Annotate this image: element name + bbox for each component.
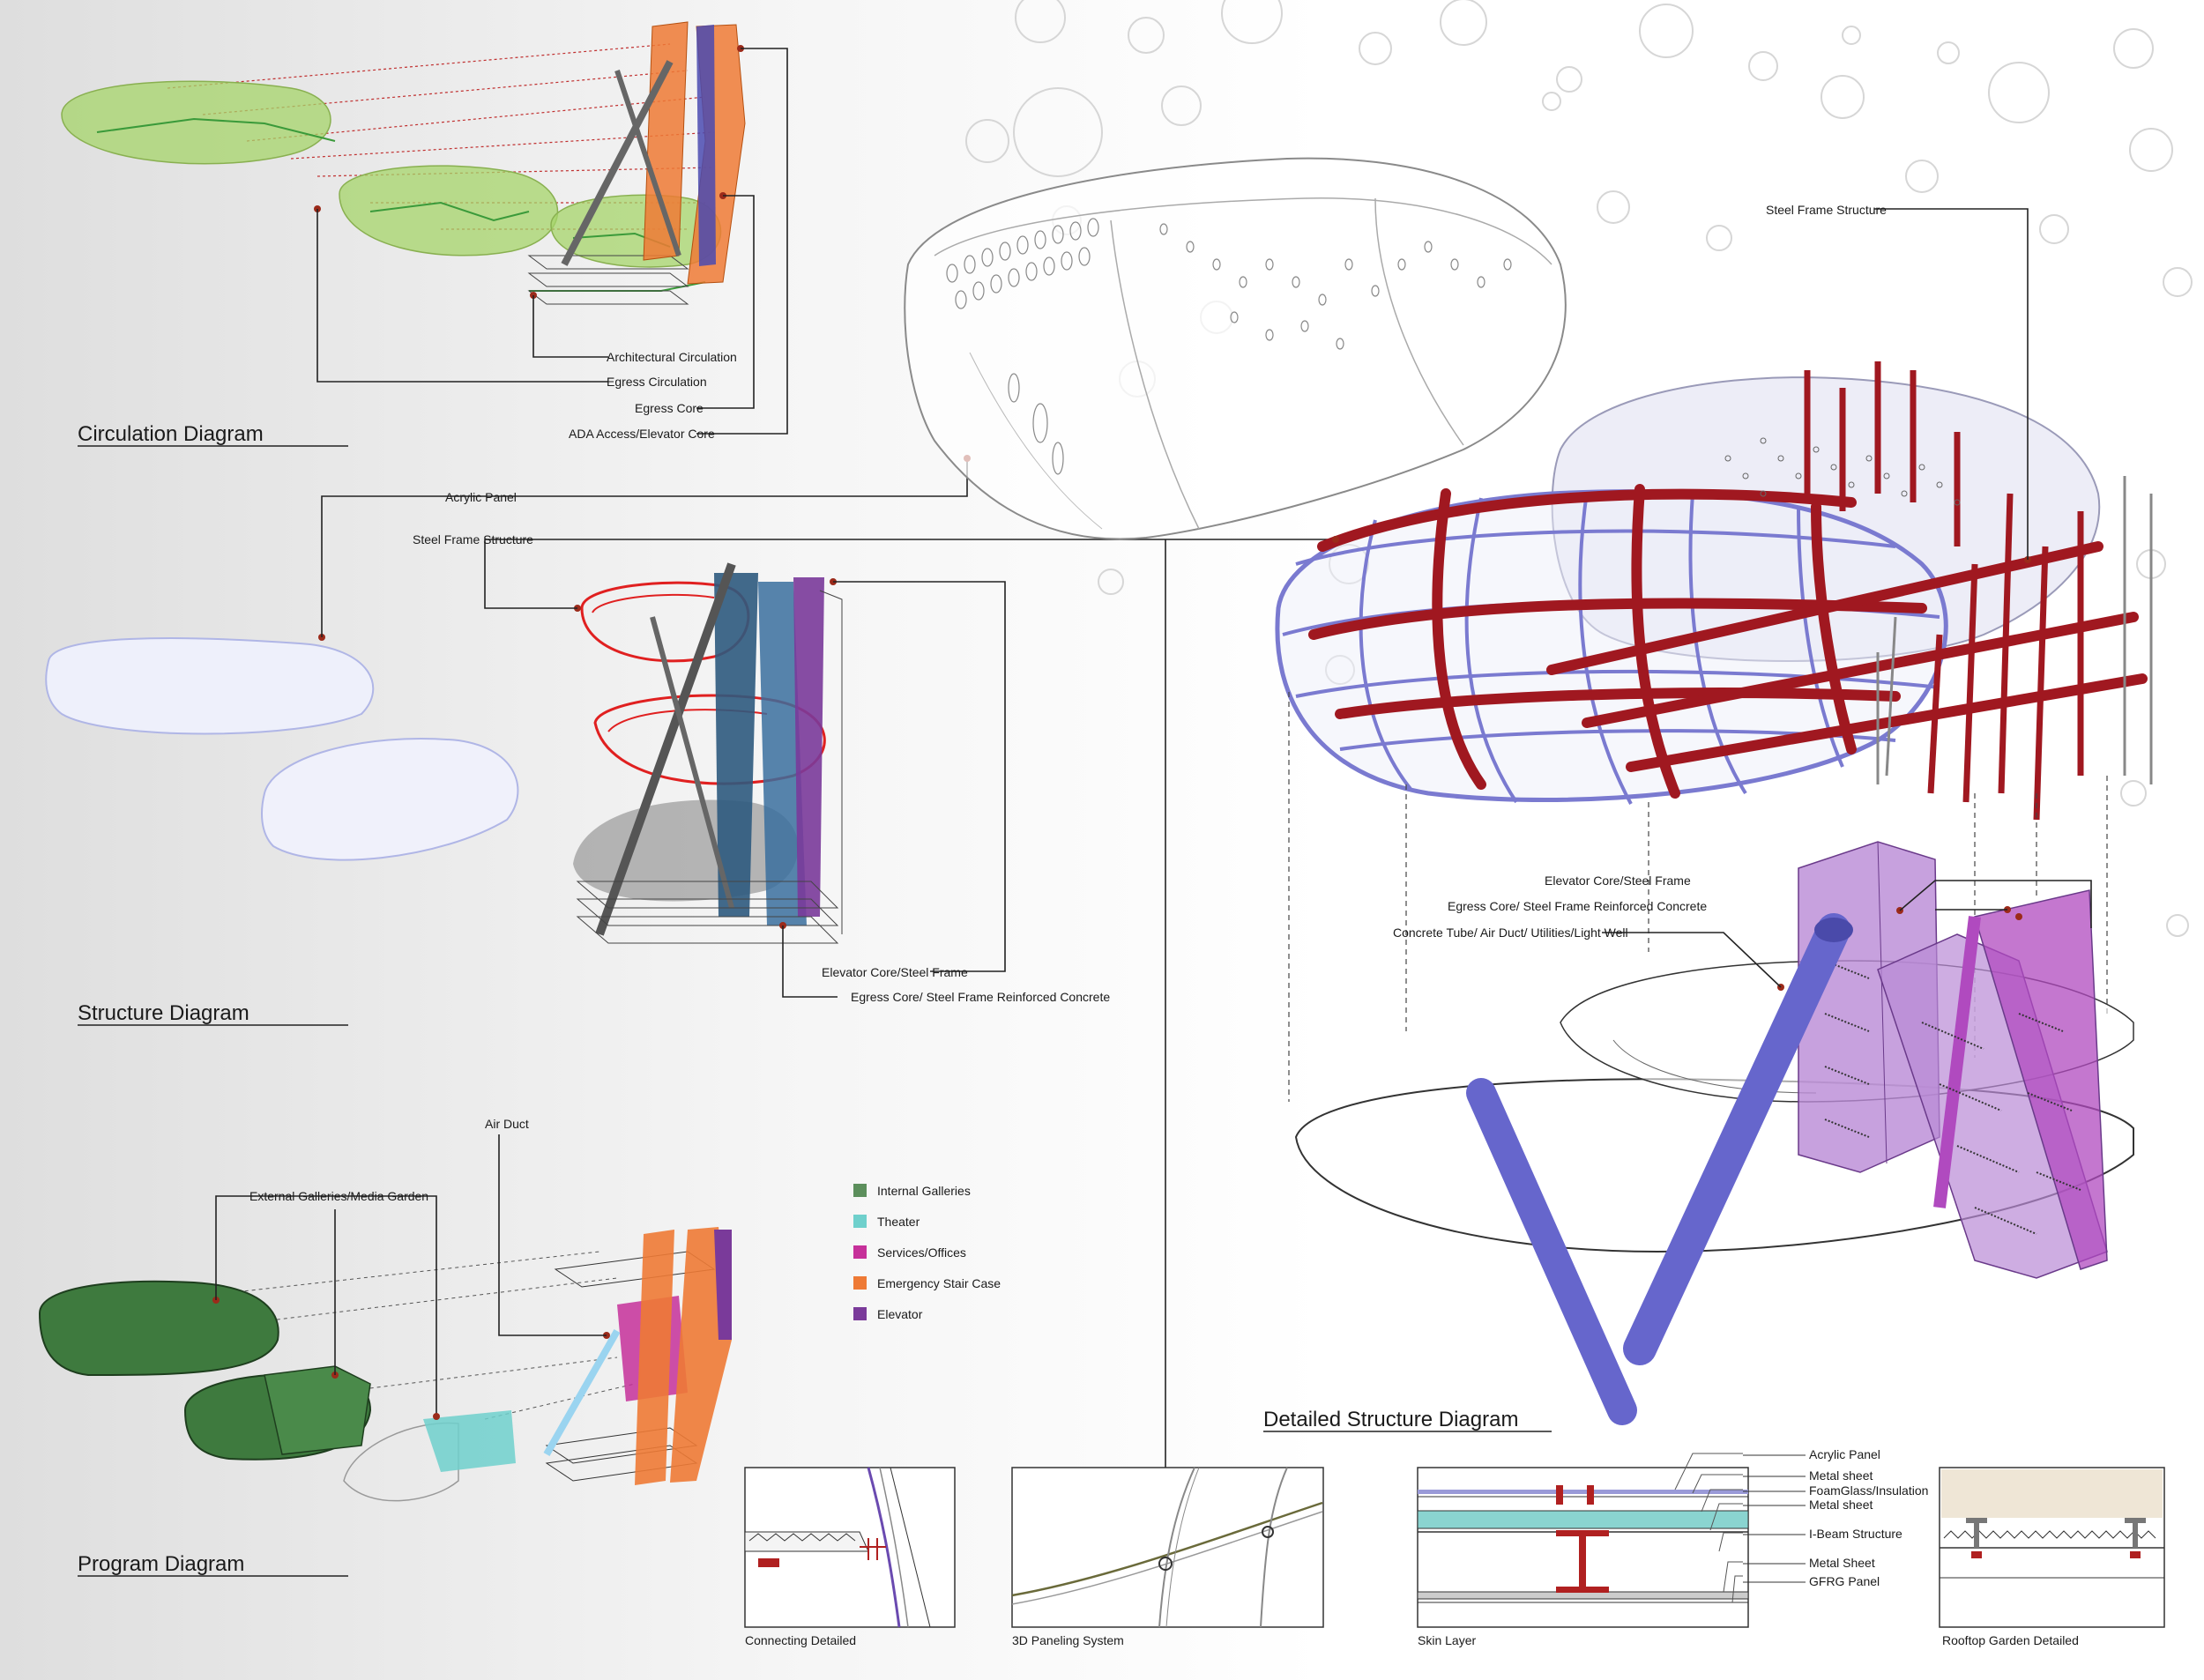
blue-grid-shell	[1275, 489, 1948, 802]
legend-label: Internal Galleries	[877, 1184, 971, 1198]
program-stair-right	[670, 1227, 732, 1483]
label-architectural-circulation: Architectural Circulation	[607, 350, 737, 364]
circulation-title: Circulation Diagram	[78, 422, 264, 446]
steel-ring-mid	[593, 694, 826, 785]
program-diagram: External Galleries/Media Garden Air Duct…	[38, 1117, 1001, 1577]
program-title: Program Diagram	[78, 1552, 244, 1576]
legend-label: Services/Offices	[877, 1245, 966, 1260]
external-gallery-top	[38, 1280, 279, 1377]
caption-3d-paneling: 3D Paneling System	[1012, 1633, 1124, 1647]
label-detailed-egress-core: Egress Core/ Steel Frame Reinforced Conc…	[1448, 899, 1707, 913]
label-detailed-steel-frame: Steel Frame Structure	[1766, 203, 1887, 217]
concrete-tube-low	[1466, 1078, 1637, 1425]
legend-swatch	[853, 1184, 867, 1197]
diagonal-column	[561, 60, 674, 266]
legend-swatch	[853, 1307, 867, 1320]
detail-connecting: Connecting Detailed	[744, 1467, 956, 1647]
acrylic-panel-shell-top	[45, 637, 375, 735]
skin-layer-label: GFRG Panel	[1809, 1574, 1880, 1588]
circulation-diagram: Architectural Circulation Egress Circula…	[61, 21, 788, 447]
label-acrylic-panel: Acrylic Panel	[445, 490, 517, 504]
detailed-structure-title: Detailed Structure Diagram	[1263, 1408, 1518, 1431]
label-air-duct: Air Duct	[485, 1117, 529, 1131]
concrete-tube-high	[1623, 913, 1850, 1365]
label-external-galleries: External Galleries/Media Garden	[249, 1189, 428, 1203]
label-ada-access: ADA Access/Elevator Core	[569, 427, 715, 441]
legend-label: Emergency Stair Case	[877, 1276, 1001, 1290]
program-stair-left	[635, 1230, 674, 1485]
skin-layer-label: Metal sheet	[1809, 1498, 1873, 1512]
detail-paneling: 3D Paneling System	[1011, 1467, 1324, 1647]
legend-swatch	[853, 1245, 867, 1259]
program-air-duct	[543, 1329, 621, 1456]
caption-skin-layer: Skin Layer	[1418, 1633, 1476, 1647]
structure-diagonal	[595, 562, 736, 936]
structure-blue-core	[714, 573, 758, 917]
theater-volume	[423, 1410, 516, 1472]
skin-layer-label: Metal Sheet	[1809, 1556, 1875, 1570]
label-concrete-tube: Concrete Tube/ Air Duct/ Utilities/Light…	[1393, 925, 1628, 940]
legend-label: Elevator	[877, 1307, 923, 1321]
skin-layer-label: FoamGlass/Insulation	[1809, 1483, 1928, 1498]
label-detailed-elevator-core: Elevator Core/Steel Frame	[1545, 873, 1691, 888]
acrylic-panel-shell-low	[261, 738, 519, 861]
program-legend: Internal GalleriesTheaterServices/Office…	[853, 1184, 1001, 1321]
label-egress-core: Egress Core	[635, 401, 704, 415]
caption-connecting-detailed: Connecting Detailed	[745, 1633, 856, 1647]
legend-label: Theater	[877, 1215, 920, 1229]
structure-purple-core	[793, 577, 824, 917]
skin-layer-label: I-Beam Structure	[1809, 1527, 1902, 1541]
skin-layer-label: Metal sheet	[1809, 1468, 1873, 1483]
detail-rooftop-garden: Rooftop Garden Detailed	[1939, 1467, 2165, 1647]
structure-diagram: Acrylic Panel Steel Frame Structure Elev…	[45, 455, 1339, 1026]
circulation-floor-top	[61, 80, 331, 165]
label-steel-frame-structure: Steel Frame Structure	[413, 532, 533, 546]
elevator-core	[696, 25, 716, 266]
label-egress-core-concrete: Egress Core/ Steel Frame Reinforced Conc…	[851, 990, 1110, 1004]
acrylic-shell-perspective	[904, 157, 1567, 540]
detailed-structure-diagram: Steel Frame Structure Elevator Core/Stee…	[1263, 203, 2153, 1432]
label-egress-circulation: Egress Circulation	[607, 375, 707, 389]
legend-swatch	[853, 1276, 867, 1290]
label-elevator-core: Elevator Core/Steel Frame	[822, 965, 968, 979]
structure-title: Structure Diagram	[78, 1001, 249, 1025]
skin-layer-label: Acrylic Panel	[1809, 1447, 1880, 1461]
caption-rooftop-garden: Rooftop Garden Detailed	[1942, 1633, 2079, 1647]
legend-swatch	[853, 1215, 867, 1228]
